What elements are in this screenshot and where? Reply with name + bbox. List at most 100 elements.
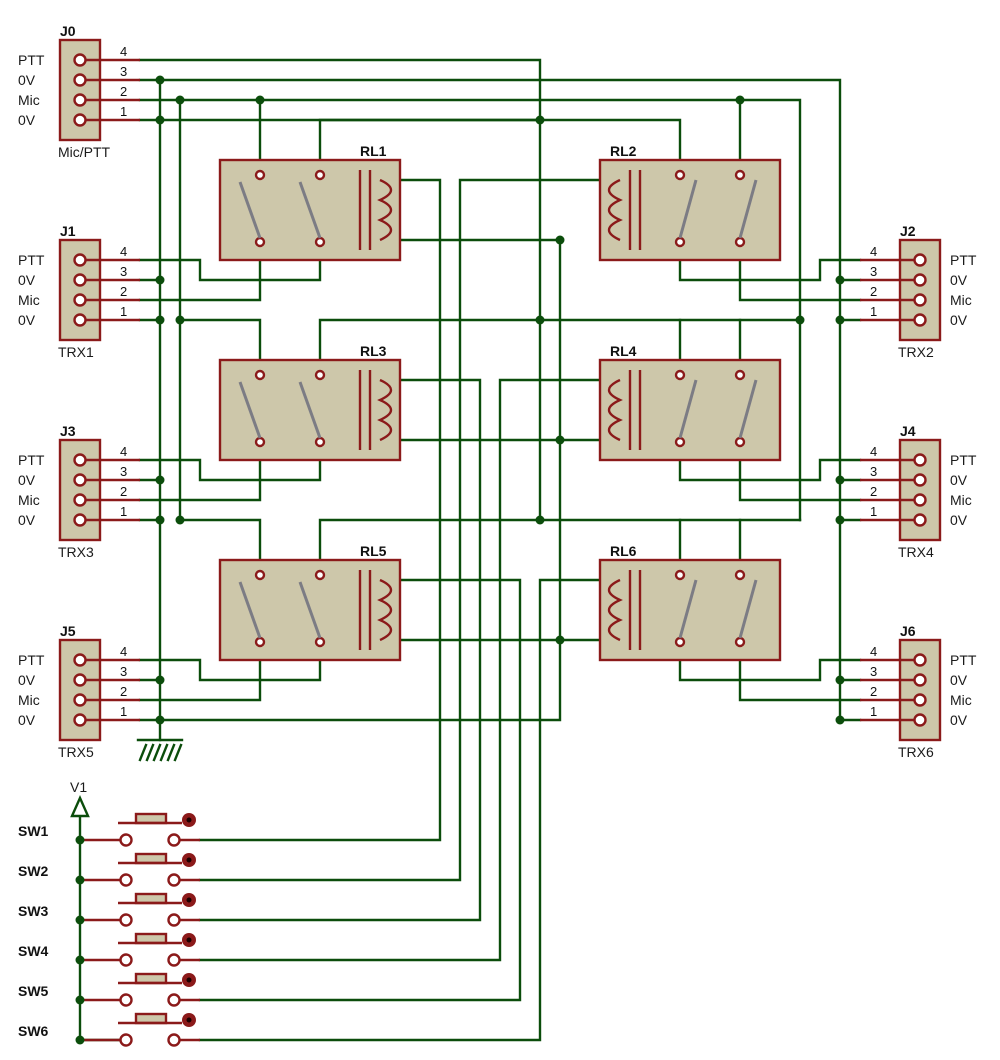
pin-label: Mic (18, 92, 40, 108)
contact-pin (734, 569, 746, 581)
wire (198, 178, 602, 882)
junction-dot (75, 955, 85, 965)
junction-dot (155, 75, 165, 85)
switch-label: SW6 (18, 1023, 49, 1039)
wire (198, 178, 442, 842)
pin-pad (73, 113, 87, 127)
relay-rl4: RL4 (598, 343, 782, 462)
pin-pad (913, 493, 927, 507)
relay-rl1: RL1 (218, 143, 402, 262)
relay-rl5: RL5 (218, 543, 402, 662)
junction-dots (75, 75, 845, 1045)
pin-number: 2 (870, 284, 877, 299)
connector-ref: J2 (900, 223, 916, 239)
junction-dot (535, 115, 545, 125)
wire (738, 443, 862, 502)
pin-pad (73, 313, 87, 327)
pin-number: 1 (120, 104, 127, 119)
switch-pin (167, 913, 181, 927)
pin-number: 4 (120, 44, 127, 59)
pin-number: 3 (870, 464, 877, 479)
button-cap (134, 972, 168, 985)
junction-dot (555, 635, 565, 645)
contact-pin (254, 169, 266, 181)
pin-pad (913, 513, 927, 527)
relay-rl2: RL2 (598, 143, 782, 262)
switch-pin (167, 993, 181, 1007)
connector-ref: J4 (900, 423, 916, 439)
wire (678, 643, 862, 682)
switch-pin (119, 953, 133, 967)
pin-pad (913, 453, 927, 467)
junction-dot (155, 475, 165, 485)
button-cap (134, 852, 168, 865)
connector-ref: J6 (900, 623, 916, 639)
switch-label: SW1 (18, 823, 49, 839)
pin-pad (913, 713, 927, 727)
junction-dot (155, 315, 165, 325)
pin-pad (913, 673, 927, 687)
ground-hatch (159, 743, 169, 762)
led-center (186, 817, 192, 823)
junction-dot (175, 95, 185, 105)
relay-coil (377, 178, 393, 242)
pin-label: PTT (18, 452, 45, 468)
pin-label: 0V (18, 512, 36, 528)
pin-number: 3 (120, 664, 127, 679)
junction-dot (835, 715, 845, 725)
pin-pad (73, 293, 87, 307)
pin-pad (73, 653, 87, 667)
button-cap (134, 1012, 168, 1025)
pin-number: 3 (870, 664, 877, 679)
pin-number: 4 (870, 244, 877, 259)
relay-rl3: RL3 (218, 343, 402, 462)
junction-dot (175, 315, 185, 325)
junction-dot (75, 995, 85, 1005)
wire (138, 98, 802, 522)
pin-number: 4 (120, 444, 127, 459)
switch-blade (238, 181, 262, 239)
junction-dot (155, 275, 165, 285)
pin-label: PTT (18, 652, 45, 668)
switch-sw4: SW4 (18, 932, 200, 967)
switch-pin (119, 833, 133, 847)
pin-pad (73, 513, 87, 527)
pin-pad (913, 253, 927, 267)
pin-number: 1 (870, 704, 877, 719)
wire (198, 378, 482, 922)
junction-dot (735, 95, 745, 105)
pin-pad (913, 273, 927, 287)
switch-label: SW5 (18, 983, 49, 999)
wire (318, 518, 542, 577)
switch-sw3: SW3 (18, 892, 200, 927)
pin-number: 2 (120, 284, 127, 299)
pin-number: 2 (870, 484, 877, 499)
connector-value: TRX3 (58, 544, 94, 560)
switch-pin (119, 913, 133, 927)
relay-label: RL5 (360, 543, 387, 559)
pin-label: 0V (950, 272, 968, 288)
led-center (186, 937, 192, 943)
ground-hatch (138, 743, 148, 762)
pin-label: 0V (18, 472, 36, 488)
pin-label: Mic (18, 692, 40, 708)
contact-pin (674, 569, 686, 581)
wire (198, 578, 522, 1002)
connector-value: TRX1 (58, 344, 94, 360)
connector-ref: J1 (60, 223, 76, 239)
wire (138, 243, 322, 282)
contact-pin (254, 436, 266, 448)
contact-pin (674, 436, 686, 448)
switch-blade (298, 181, 322, 239)
junction-dot (75, 875, 85, 885)
contact-pin (314, 569, 326, 581)
switch-sw1: SW1 (18, 812, 200, 847)
supply-label: V1 (70, 779, 87, 795)
relay-coil (607, 178, 623, 242)
pin-label: 0V (950, 472, 968, 488)
switch-blade (298, 581, 322, 639)
wire (138, 243, 262, 302)
